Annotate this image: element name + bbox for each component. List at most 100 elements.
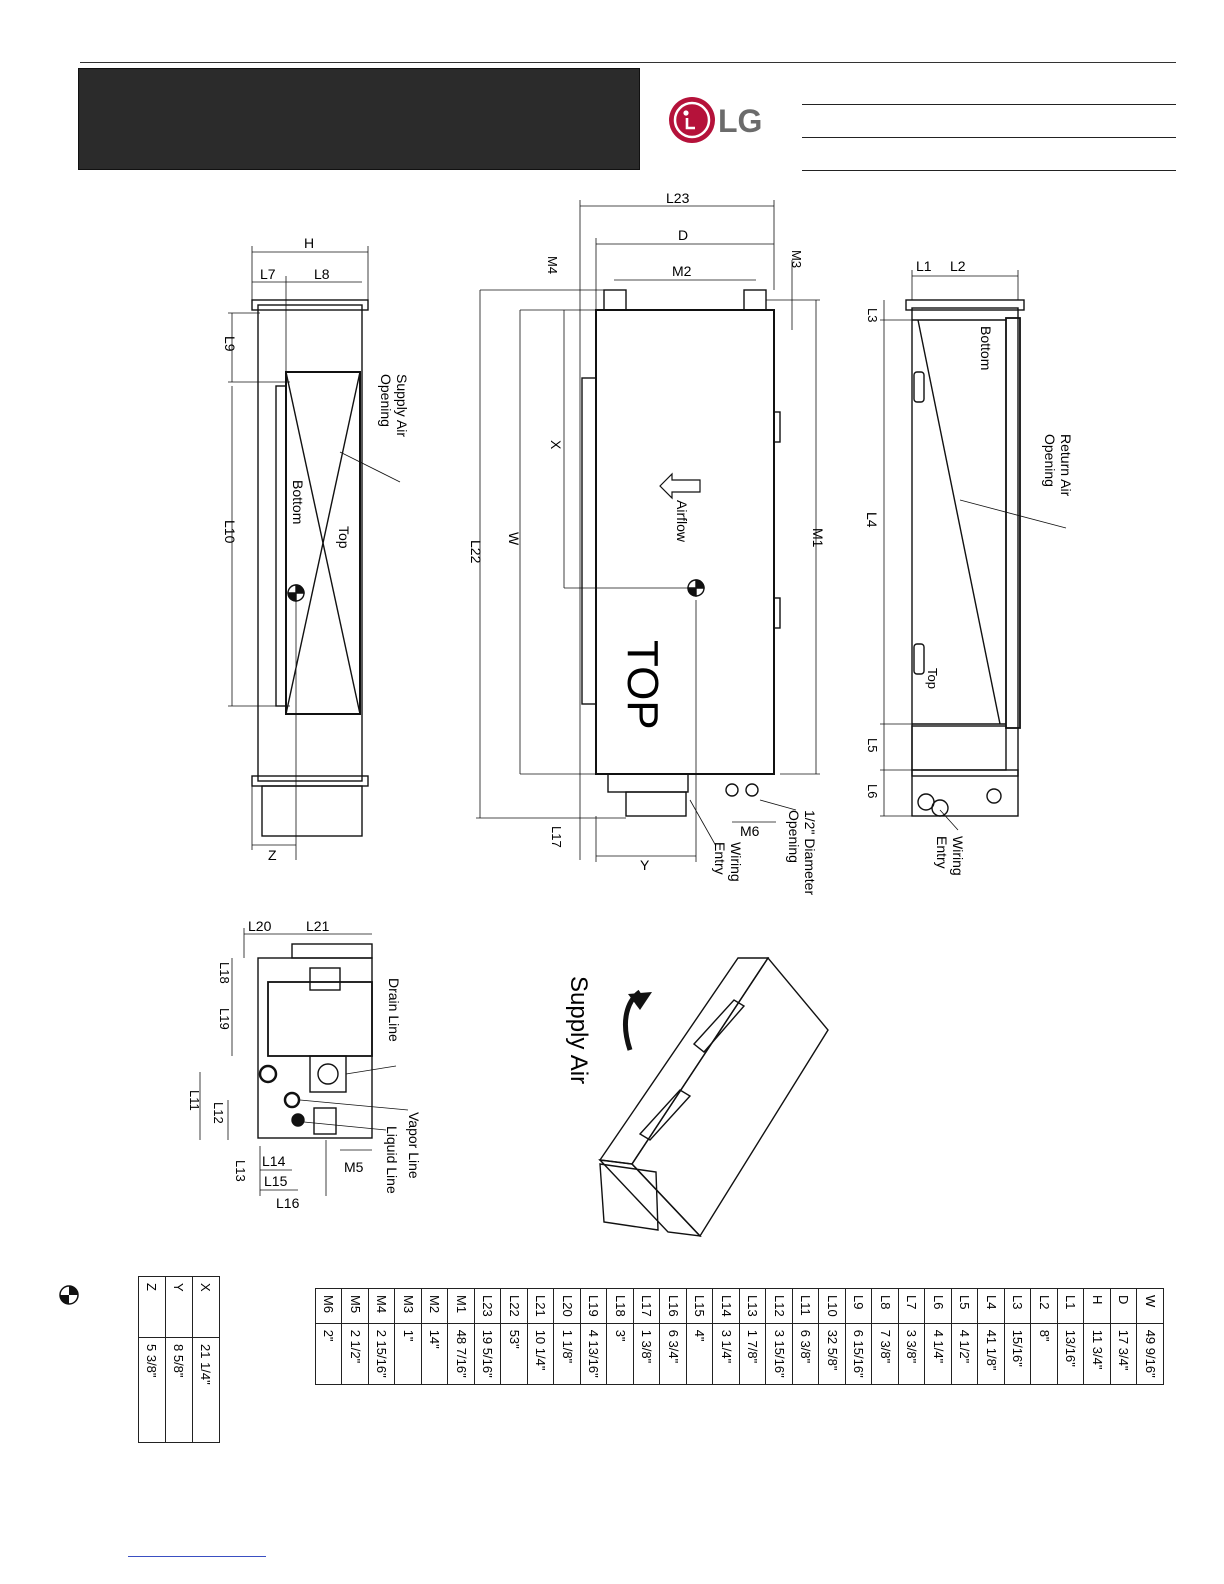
dim-value: 6 3/4"	[660, 1323, 687, 1385]
dim-value: 48 7/16"	[448, 1323, 475, 1385]
label-L13: L13	[233, 1160, 248, 1182]
label-L9: L9	[222, 336, 238, 352]
dim-key: L20	[554, 1288, 581, 1324]
label-L16: L16	[276, 1195, 300, 1211]
label-L23: L23	[666, 190, 690, 206]
logo-text: LG	[718, 103, 762, 139]
dim-key: M3	[395, 1288, 422, 1324]
iso-view	[598, 956, 829, 1238]
center-of-gravity-icon	[59, 1285, 79, 1305]
dim-key: L23	[474, 1288, 501, 1324]
dim-key: L22	[501, 1288, 528, 1324]
dim-key: M6	[315, 1288, 342, 1324]
dim-value: 19 5/16"	[474, 1323, 501, 1385]
dim-value: 3 15/16"	[766, 1323, 793, 1385]
dim-value: 2 1/2"	[342, 1323, 369, 1385]
label-L15: L15	[264, 1173, 288, 1189]
dim-key: L18	[607, 1288, 634, 1324]
label-Z: Z	[268, 847, 277, 863]
dim-value: 4 1/2"	[951, 1323, 978, 1385]
dim-value: 4 1/4"	[925, 1323, 952, 1385]
dim-key: L3	[1004, 1288, 1031, 1324]
label-M6: M6	[740, 823, 760, 839]
dim-value: 4"	[686, 1323, 713, 1385]
label-L18: L18	[217, 962, 232, 984]
dim-key: L13	[739, 1288, 766, 1324]
dim-value: 32 5/8"	[819, 1323, 846, 1385]
label-liquid-line: Liquid Line	[384, 1126, 400, 1194]
header-line-2	[802, 137, 1176, 138]
label-M1: M1	[810, 528, 826, 548]
label-L7: L7	[260, 266, 276, 282]
label-airflow: Airflow	[674, 500, 690, 543]
dim-value: 49 9/16"	[1137, 1323, 1164, 1385]
dim-key: D	[1110, 1288, 1137, 1324]
label-top-side: Top	[925, 668, 940, 689]
dim-value: 1 3/8"	[633, 1323, 660, 1385]
label-vapor-line: Vapor Line	[406, 1112, 422, 1179]
dim-value: 3"	[607, 1323, 634, 1385]
label-L11: L11	[187, 1090, 202, 1111]
label-L8: L8	[314, 266, 330, 282]
dim-value: 4 13/16"	[580, 1323, 607, 1385]
dim-value: 13/16"	[1057, 1323, 1084, 1385]
label-W: W	[506, 532, 522, 546]
cg-value: 8 5/8"	[165, 1337, 193, 1443]
label-L14: L14	[262, 1153, 286, 1169]
label-L2: L2	[950, 258, 966, 274]
header-rule	[80, 62, 1176, 63]
label-L3: L3	[865, 308, 880, 323]
cg-key: Z	[138, 1276, 166, 1338]
label-X: X	[548, 440, 564, 450]
dim-key: L2	[1031, 1288, 1058, 1324]
dim-value: 1 7/8"	[739, 1323, 766, 1385]
dim-value: 1"	[395, 1323, 422, 1385]
label-L19: L19	[217, 1008, 232, 1030]
dim-key: L4	[978, 1288, 1005, 1324]
dim-key: H	[1084, 1288, 1111, 1324]
dim-value: 11 3/4"	[1084, 1323, 1111, 1385]
dim-key: M5	[342, 1288, 369, 1324]
label-top-front: Top	[336, 526, 352, 549]
dim-key: M1	[448, 1288, 475, 1324]
dim-key: L10	[819, 1288, 846, 1324]
dim-key: L17	[633, 1288, 660, 1324]
label-M4: M4	[545, 256, 560, 275]
dim-key: L11	[792, 1288, 819, 1324]
side-view: L1 L2	[880, 258, 1067, 831]
dim-key: L6	[925, 1288, 952, 1324]
dim-key: L21	[527, 1288, 554, 1324]
top-view: L23 D M2 M6 Y	[476, 190, 820, 873]
dim-key: L14	[713, 1288, 740, 1324]
end-view: L20 L21 L14 L15 L16 M5	[199, 918, 409, 1211]
label-L22: L22	[468, 540, 484, 564]
dim-value: 2"	[315, 1323, 342, 1385]
footer-link-rule	[128, 1556, 266, 1557]
